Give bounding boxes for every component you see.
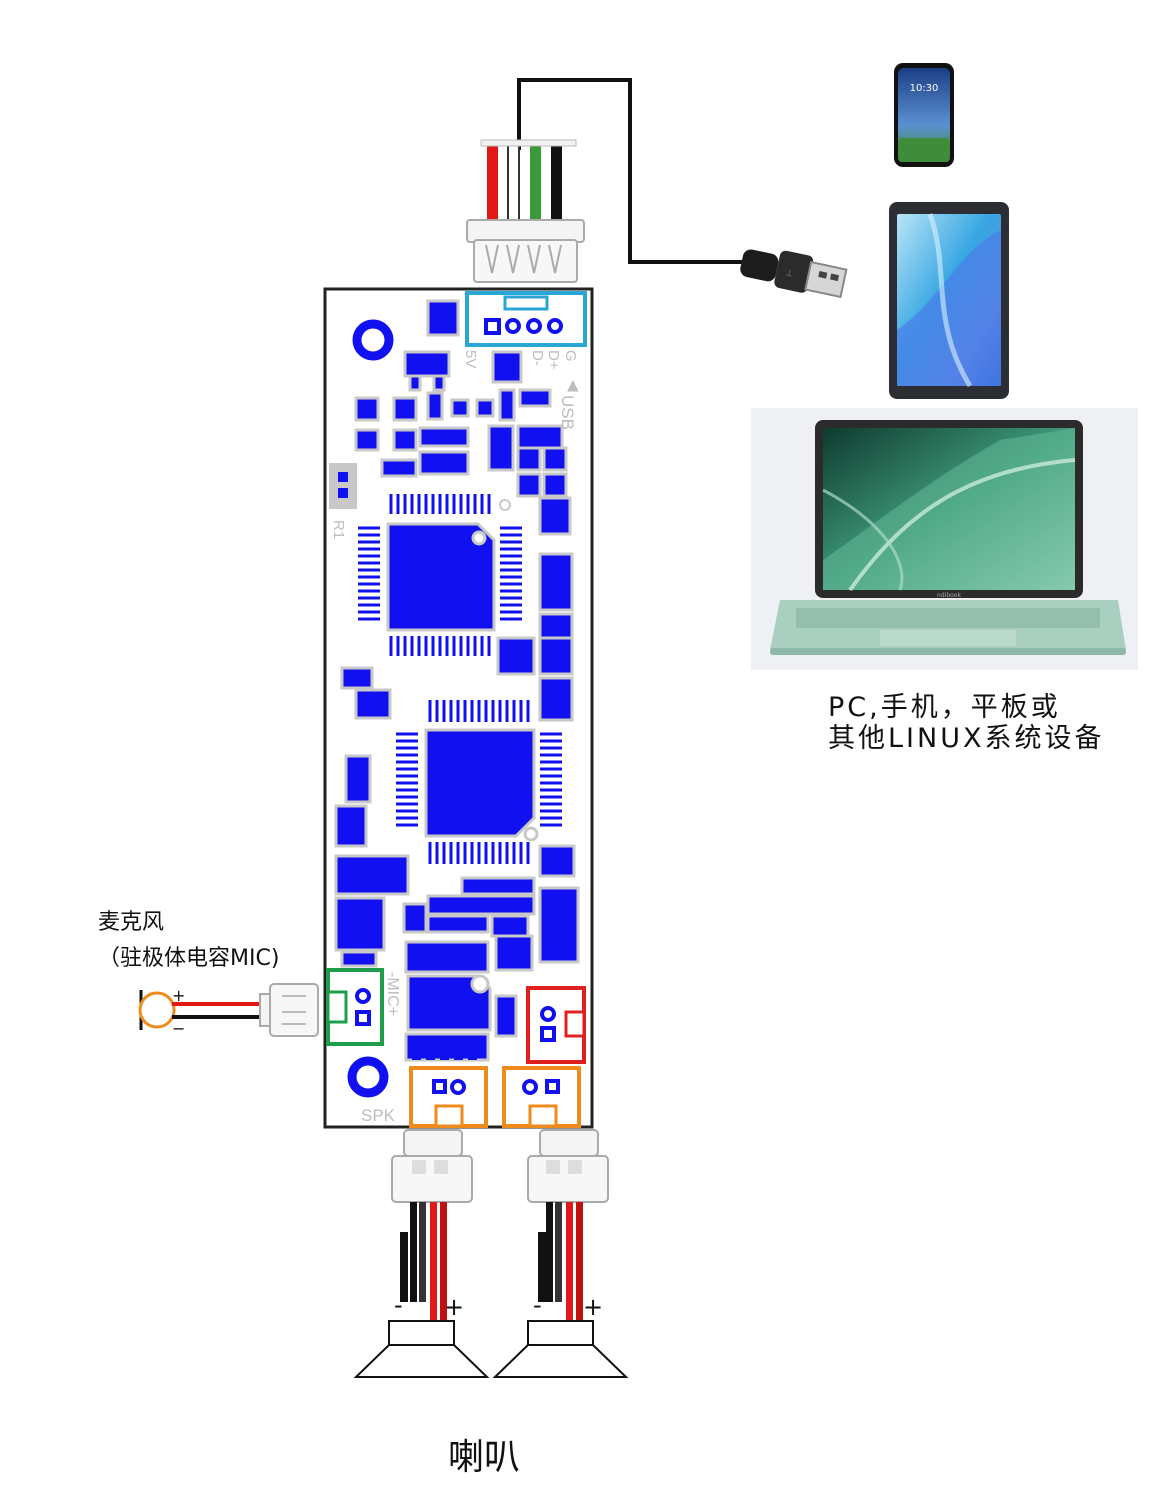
smd-components: [334, 299, 580, 1062]
silk-spk: SPK: [361, 1106, 396, 1125]
silk-r1: R1: [330, 520, 347, 539]
chip-2: [396, 700, 562, 864]
silk-usb: USB: [558, 395, 577, 430]
speaker-connector-right: [502, 1066, 581, 1128]
usb-connector: [465, 291, 587, 347]
r1-footprint: [329, 463, 357, 509]
host-devices-label: PC,手机，平板或 其他LINUX系统设备: [828, 692, 1104, 754]
host-label-line1: PC,手机，平板或: [828, 692, 1061, 723]
speaker-left-plus: +: [444, 1293, 464, 1321]
mic-minus-sign: −: [172, 1019, 185, 1038]
svg-text:⟂: ⟂: [785, 268, 793, 279]
speaker-connector-left: [409, 1066, 488, 1128]
microphone: [138, 983, 319, 1037]
speaker-cable-right: [527, 1129, 609, 1320]
phone: [894, 63, 954, 167]
speaker-right-minus: -: [533, 1291, 542, 1319]
speaker-right: [492, 1320, 629, 1378]
silk-g: G: [562, 350, 579, 362]
speaker-left: [353, 1320, 490, 1378]
chip-1: [358, 494, 522, 656]
laptop: [751, 408, 1138, 670]
silk-usb-arrow: ◀: [565, 380, 582, 392]
usb-jst-housing: [466, 219, 585, 283]
mic-plus-sign: +: [172, 986, 185, 1005]
speaker-left-minus: -: [394, 1291, 403, 1319]
mounting-hole-top: [352, 319, 394, 361]
host-label-line2: 其他LINUX系统设备: [828, 723, 1105, 754]
speaker-right-plus: +: [583, 1293, 603, 1321]
mic-label-line2: （驻极体电容MIC): [98, 946, 280, 971]
speaker-cable-left: [391, 1129, 473, 1320]
silk-mic: -MIC+: [384, 972, 401, 1016]
usb-plug: ⟂: [740, 249, 848, 299]
power-connector: [526, 986, 586, 1064]
amplifier-chip: [406, 944, 492, 1060]
laptop-brand: ndibook: [937, 592, 961, 599]
mic-connector: [326, 968, 384, 1046]
silk-dplus: D+: [545, 350, 562, 370]
tablet: [889, 202, 1009, 399]
usb-wires: [480, 139, 577, 224]
speaker-label: 喇叭: [448, 1437, 521, 1478]
usb-cable: [517, 78, 745, 264]
silk-dminus: D-: [529, 350, 546, 366]
mounting-hole-bottom: [347, 1056, 389, 1098]
mic-label-line1: 麦克风: [98, 910, 165, 935]
phone-time: 10:30: [910, 83, 939, 94]
silk-5v: 5V: [462, 350, 479, 368]
